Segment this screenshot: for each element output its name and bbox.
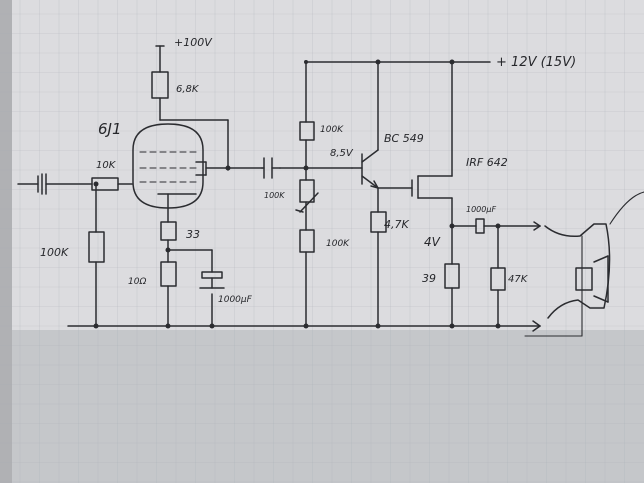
label-mosfet: IRF 642 bbox=[466, 156, 508, 169]
label-source-voltage: 4V bbox=[424, 235, 441, 249]
paper-left-edge bbox=[0, 0, 12, 483]
label-source-resistor: 39 bbox=[422, 272, 436, 285]
label-grid-series-resistor: 10K bbox=[96, 160, 117, 171]
emitter-resistor bbox=[370, 211, 387, 233]
label-bias-resistor-top: 100K bbox=[320, 125, 344, 135]
grid-leak-resistor bbox=[88, 231, 105, 263]
label-cathode-capacitor: 1000µF bbox=[218, 295, 253, 305]
cathode-capacitor bbox=[199, 271, 225, 289]
label-transistor: BC 549 bbox=[384, 132, 424, 145]
label-bias-resistor-bottom: 100K bbox=[326, 239, 350, 249]
paper-lit-area bbox=[0, 0, 644, 330]
paper-shadow bbox=[0, 330, 644, 483]
cathode-resistor-2 bbox=[160, 261, 177, 287]
label-bias-voltage: 8,5V bbox=[330, 148, 354, 159]
label-bias-potentiometer: 100K bbox=[264, 191, 285, 200]
junction-dots bbox=[93, 59, 501, 329]
label-output-capacitor: 1000µF bbox=[466, 205, 496, 214]
cathode-resistor-1 bbox=[160, 221, 177, 241]
label-hv-supply: +100V bbox=[174, 36, 213, 49]
speaker-icon bbox=[544, 191, 644, 337]
label-lv-supply: + 12V (15V) bbox=[496, 55, 576, 70]
label-tube: 6J1 bbox=[98, 120, 122, 138]
bias-potentiometer bbox=[299, 179, 315, 203]
bias-resistor-bottom bbox=[299, 229, 315, 253]
plate-resistor bbox=[151, 71, 169, 99]
label-plate-resistor: 6,8K bbox=[176, 84, 200, 95]
irf642-mosfet bbox=[411, 175, 453, 199]
bias-resistor-top bbox=[299, 121, 315, 141]
component-labels: +100V + 12V (15V) 6,8K 6J1 10K 100K 33 1… bbox=[40, 36, 576, 305]
label-grid-leak-resistor: 100K bbox=[40, 246, 69, 259]
coupling-capacitor bbox=[261, 157, 281, 179]
label-cathode-resistor-2: 10Ω bbox=[128, 277, 146, 287]
output-capacitor bbox=[475, 218, 485, 234]
load-resistor bbox=[490, 267, 506, 291]
source-resistor bbox=[444, 263, 460, 289]
label-emitter-resistor: 4,7K bbox=[384, 218, 409, 231]
label-cathode-resistor-1: 33 bbox=[186, 228, 200, 241]
label-load-resistor: 47K bbox=[508, 274, 529, 285]
input-jack-icon bbox=[37, 173, 47, 195]
grid-series-resistor bbox=[91, 177, 119, 191]
vacuum-tube bbox=[132, 123, 207, 209]
bc549-transistor bbox=[351, 149, 379, 189]
